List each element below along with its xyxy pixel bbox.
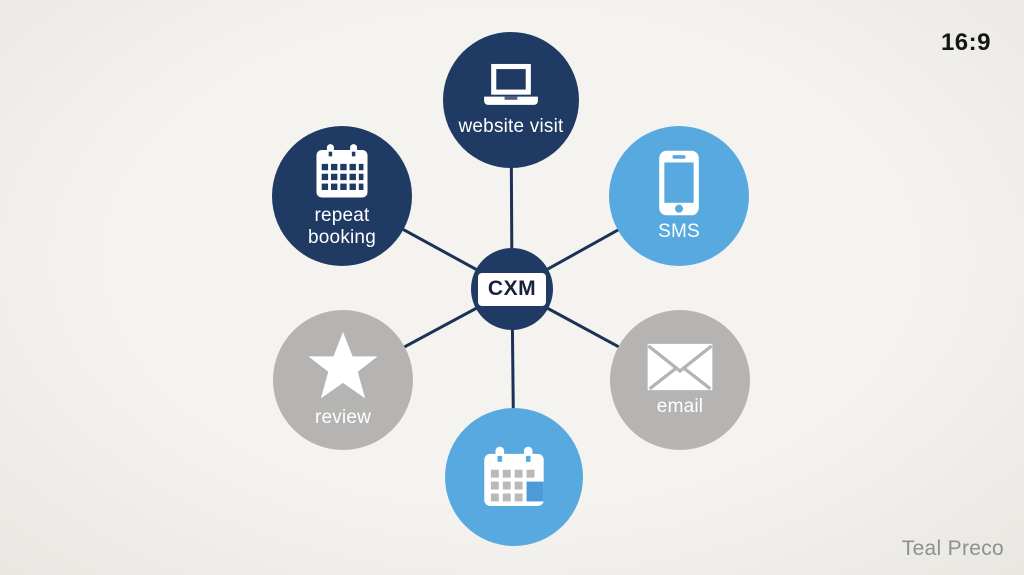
laptop-icon [484, 63, 538, 105]
node-website-visit: website visit [443, 32, 579, 168]
watermark-text: Teal Preco [901, 537, 1004, 560]
node-sms: SMS [609, 126, 749, 266]
star-icon [308, 331, 378, 398]
calendar-date-icon [484, 446, 544, 507]
node-email: email [610, 310, 750, 450]
node-label: email [656, 395, 704, 417]
hub-label: CXM [477, 272, 547, 306]
node-label: SMS [658, 220, 700, 242]
smartphone-icon [659, 150, 699, 215]
node-label: website visit [458, 115, 564, 137]
aspect-ratio-label: 16:9 [940, 29, 991, 56]
node-booking-date [445, 408, 583, 546]
hub-cxm: CXM [471, 248, 553, 330]
node-label: repeat booking [308, 204, 376, 248]
node-review: review [273, 310, 413, 450]
node-repeat-booking: repeat booking [272, 126, 412, 266]
envelope-icon [647, 343, 713, 390]
calendar-icon [316, 143, 368, 198]
node-label: review [314, 406, 372, 428]
